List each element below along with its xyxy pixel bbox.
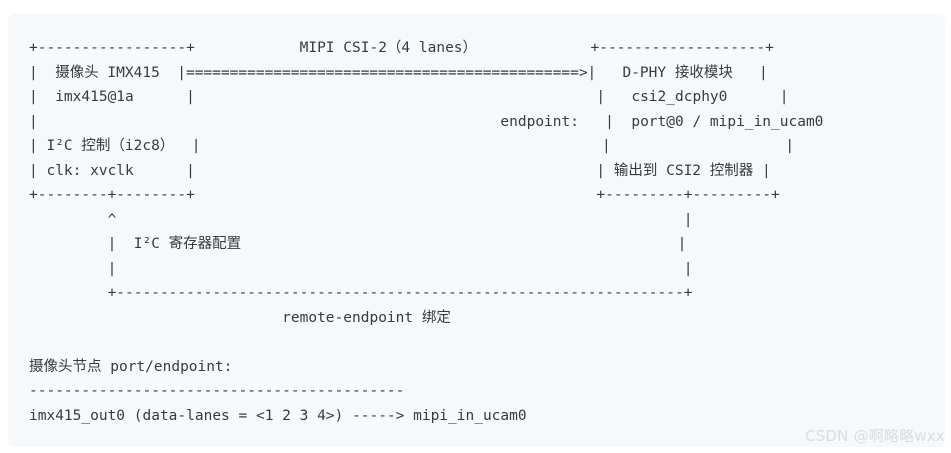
code-line: | endpoint: | port@0 / mipi_in_ucam0 — [29, 113, 824, 130]
code-line: 摄像头节点 port/endpoint: — [29, 358, 233, 375]
code-block: +-----------------+ MIPI CSI-2（4 lanes） … — [8, 14, 945, 447]
code-line: +-----------------+ MIPI CSI-2（4 lanes） … — [29, 40, 774, 56]
code-line: imx415_out0 (data-lanes = <1 2 3 4>) ---… — [29, 407, 527, 424]
watermark: CSDN @啊略略wxx — [805, 427, 945, 445]
code-line: | I²C 寄存器配置 | — [29, 236, 687, 252]
code-line: | I²C 控制（i2c8） | | | — [29, 138, 795, 154]
code-line: | imx415@1a | | csi2_dcphy0 | — [29, 89, 789, 105]
code-line: +---------------------------------------… — [29, 285, 693, 301]
code-line: ----------------------------------------… — [29, 383, 405, 399]
code-content: +-----------------+ MIPI CSI-2（4 lanes） … — [8, 14, 945, 428]
code-line: ^ | — [29, 211, 693, 228]
code-line: | | — [29, 260, 693, 277]
code-line: remote-endpoint 绑定 — [29, 309, 451, 326]
code-line: | clk: xvclk | | 输出到 CSI2 控制器 | — [29, 162, 771, 179]
code-line: +--------+--------+ +---------+---------… — [29, 187, 780, 203]
code-line — [29, 330, 945, 355]
code-line: | 摄像头 IMX415 |==========================… — [29, 64, 768, 81]
